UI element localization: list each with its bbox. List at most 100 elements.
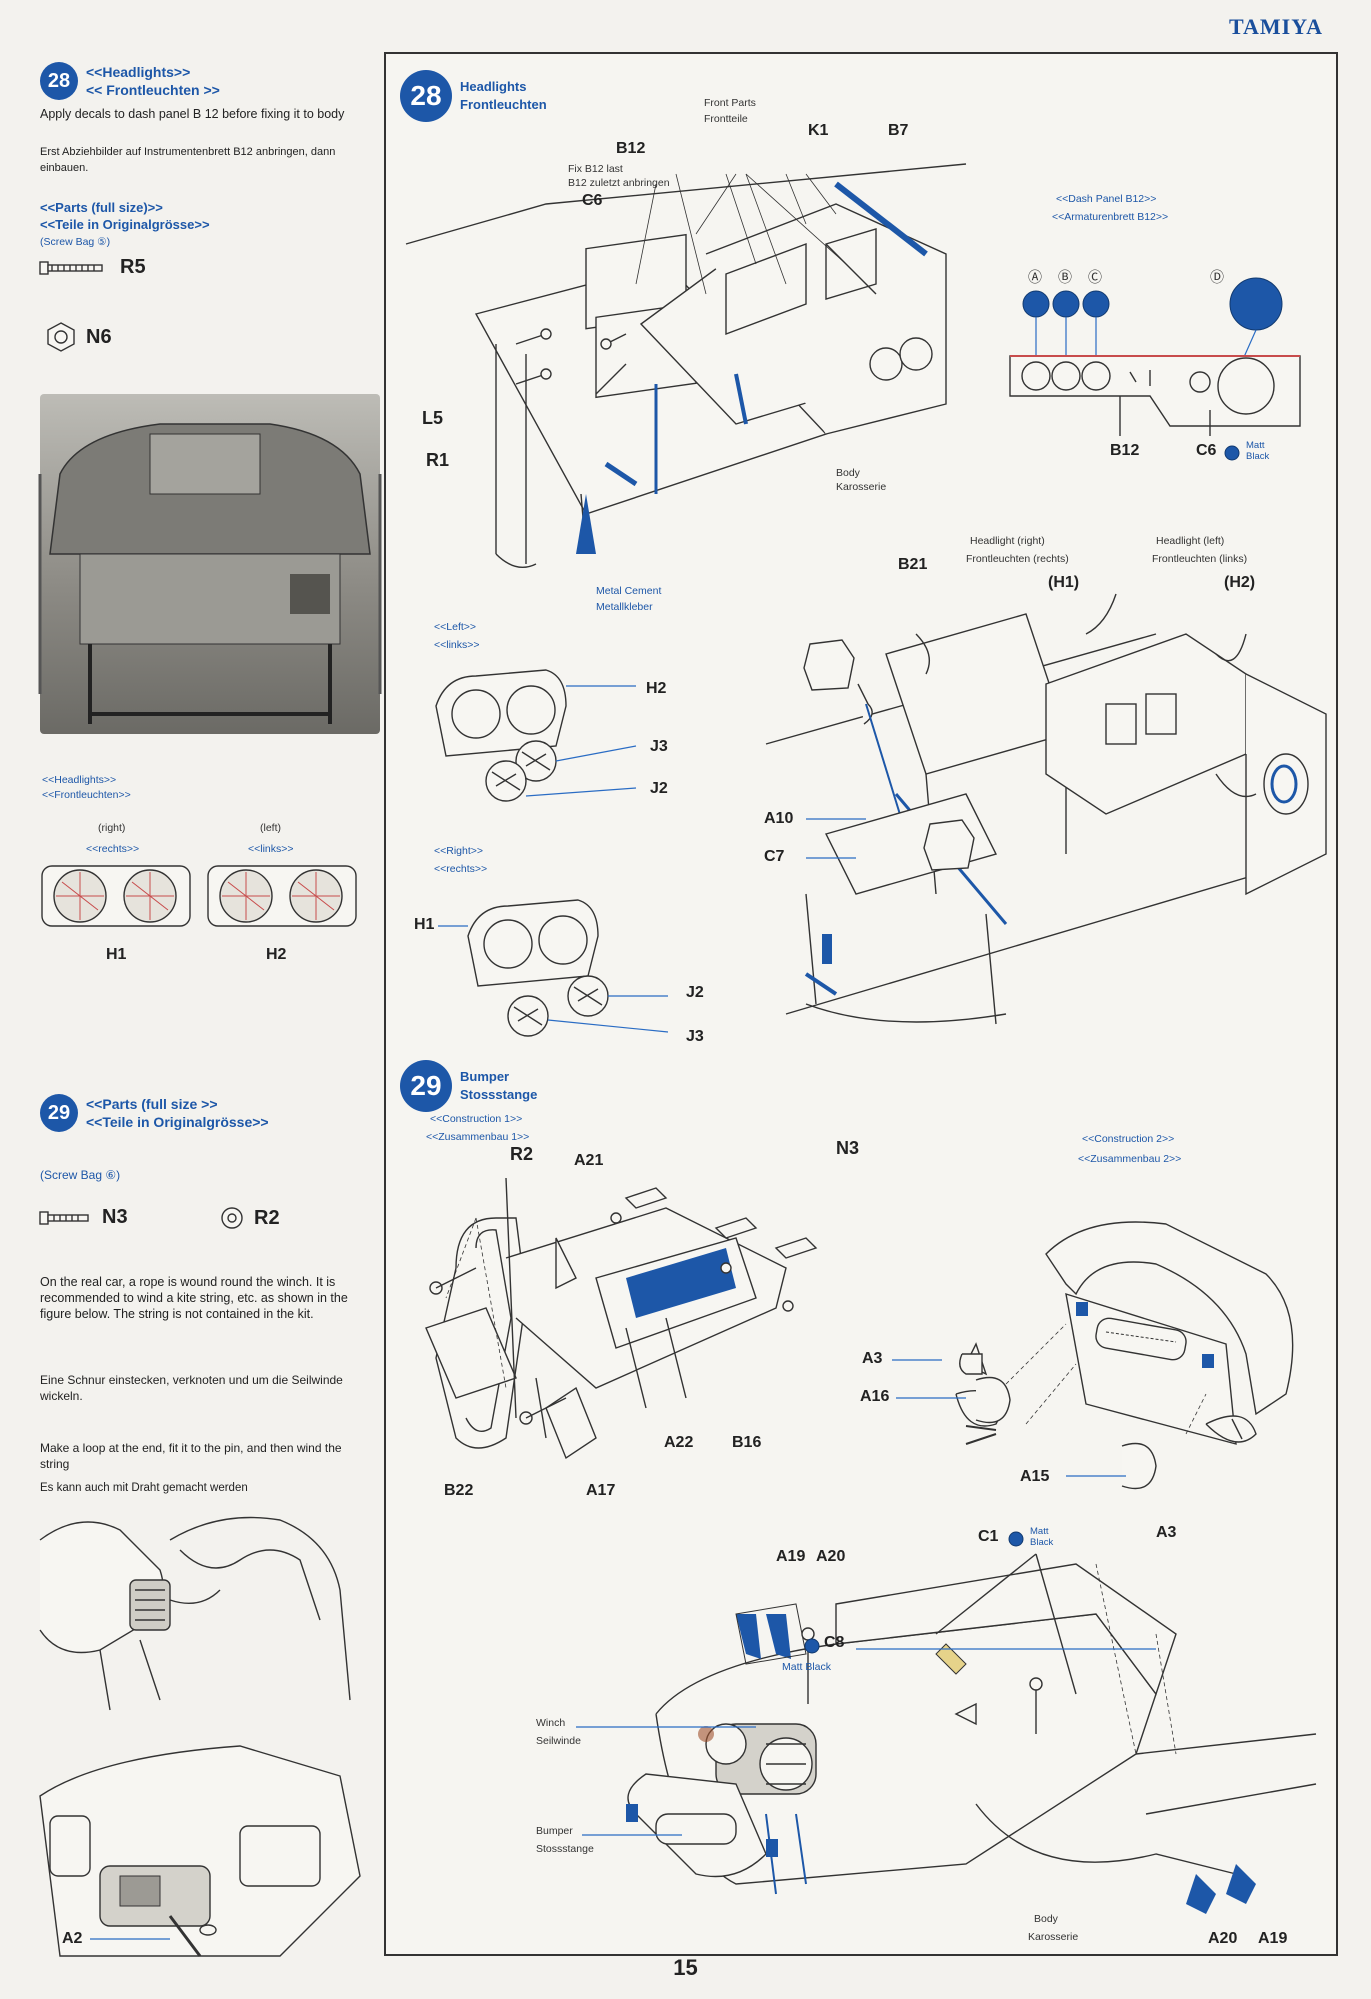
part-n6: N6 [46,322,112,352]
matt-black-paint-icon [804,1638,820,1654]
a16-shackle-part [965,1376,1011,1431]
part-label: R2 [254,1206,280,1229]
construction2-leaders [892,1359,1126,1477]
label-b12: B12 [616,140,646,157]
washer-icon [221,1207,243,1229]
bumper-leader-line [582,1834,682,1836]
matt-black-label-a: Matt [1246,440,1265,451]
brand-logo: TAMIYA [1228,14,1323,39]
loop-note-en: Make a loop at the end, fit it to the pi… [40,1441,342,1471]
step-title-en: Bumper [460,1069,510,1084]
label-a21: A21 [574,1152,604,1169]
label-b21: B21 [898,556,928,573]
label-a3-top: A3 [862,1350,883,1367]
c1-matt-a: Matt [1030,1526,1049,1537]
label-h2-left: H2 [646,680,667,697]
winding-hands-illustration [39,1516,351,1711]
left-step28-header: 28 <<Headlights>> << Frontleuchten >> [40,62,220,100]
screw-bag-label: (Screw Bag ⑤) [40,236,111,248]
label-n3: N3 [836,1138,860,1158]
label-c6-dash: C6 [1196,442,1217,459]
a10-c7-leaders [806,818,866,859]
label-a22: A22 [664,1434,694,1451]
step29-header: 29 Bumper Stossstange [400,1060,537,1112]
dash-panel-b12-drawing [1009,277,1301,436]
headlight-left-de: Frontleuchten (links) [1152,553,1248,565]
c8-matt-black: Matt Black [782,1661,832,1673]
instruction-de: Erst Abziehbilder auf Instrumentenbrett … [40,146,336,174]
winch-note-en: On the real car, a rope is wound round t… [40,1275,348,1321]
right-assembly-caption-en: <<Right>> [434,845,484,857]
c1-matt-b: Black [1030,1537,1054,1548]
headlight-assembly-drawing [405,163,967,568]
label-h2: H2 [266,946,287,963]
label-k1: K1 [808,122,829,139]
label-h1: H1 [106,946,127,963]
right-assembly-caption-de: <<rechts>> [434,863,488,875]
left-caption-de: <<links>> [248,843,294,855]
dash-panel-caption-de: <<Armaturenbrett B12>> [1052,211,1169,223]
label-j3-right: J3 [686,1028,704,1045]
metal-cement-en: Metal Cement [596,585,662,597]
label-a19-top: A19 [776,1548,806,1565]
right-headlight-exploded [438,899,669,1037]
label-a16: A16 [860,1388,890,1405]
label-a20-top: A20 [816,1548,846,1565]
winch-front-illustration [39,1745,361,1957]
screw-icon [39,1210,89,1225]
construction1-caption-en: <<Construction 1>> [430,1113,523,1125]
left-assembly-caption-de: <<links>> [434,639,480,651]
a15-shackle-part [1121,1442,1157,1490]
label-a2: A2 [62,1930,83,1947]
label-l5: L5 [422,408,444,428]
left-caption-en: (left) [260,822,281,834]
dash-photo-outline [38,423,382,724]
label-b7: B7 [888,122,909,139]
label-a10: A10 [764,810,794,827]
body-label-en-bottom: Body [1034,1913,1058,1925]
decal-letter-d: Ⓓ [1210,269,1224,285]
headlight-decals-illustration [41,865,357,927]
h2-headlight-part [923,819,975,871]
parts-heading-en: <<Parts (full size >> [86,1096,218,1112]
decal-letter-c: Ⓒ [1088,269,1102,285]
label-j2-right: J2 [686,984,704,1001]
fix-b12-note-de: B12 zuletzt anbringen [568,177,670,189]
winch-label-de: Seilwinde [536,1735,581,1747]
label-a15: A15 [1020,1468,1050,1485]
label-r2: R2 [510,1144,534,1164]
fix-b12-note-en: Fix B12 last [568,163,623,175]
construction2-caption-en: <<Construction 2>> [1082,1133,1175,1145]
step-number-badge: 29 [400,1060,452,1112]
step-title-de: << Frontleuchten >> [86,82,220,98]
headlight-left-en: Headlight (left) [1156,535,1225,547]
part-label: N3 [102,1206,128,1228]
dash-panel-caption-en: <<Dash Panel B12>> [1056,193,1157,205]
decal-letter-a: Ⓐ [1028,269,1042,285]
label-r1: R1 [426,450,450,470]
label-a20-bottom: A20 [1208,1930,1238,1947]
step-title-de: Frontleuchten [460,97,547,112]
body-winch-bumper-drawing [626,1553,1317,1914]
bumper-construction2-drawing [955,1221,1294,1445]
winch-label-en: Winch [536,1717,566,1729]
assembled-headlights-photo [38,394,382,734]
label-b22: B22 [444,1482,474,1499]
label-j3-left: J3 [650,738,668,755]
matt-black-label-b: Black [1246,451,1270,462]
winch-note-de: Eine Schnur einstecken, verknoten und um… [40,1373,343,1403]
parts-heading-en: <<Parts (full size)>> [40,200,163,215]
bumper-construction1-drawing [425,1177,818,1460]
front-parts-en: Front Parts [704,97,756,109]
step28-header: 28 Headlights Frontleuchten [400,70,547,122]
h1-headlight-part [803,639,855,691]
bumper-label-en: Bumper [536,1825,573,1837]
label-a17: A17 [586,1482,616,1499]
left-step29-header: 29 <<Parts (full size >> <<Teile in Orig… [40,1094,269,1132]
construction2-caption-de: <<Zusammenbau 2>> [1078,1153,1182,1165]
screw-bag-label: (Screw Bag ⑥) [40,1168,121,1182]
matt-black-paint-icon [1008,1531,1024,1547]
body-label-en: Body [836,467,860,479]
right-caption-de: <<rechts>> [86,843,140,855]
body-label-de: Karosserie [836,481,887,493]
